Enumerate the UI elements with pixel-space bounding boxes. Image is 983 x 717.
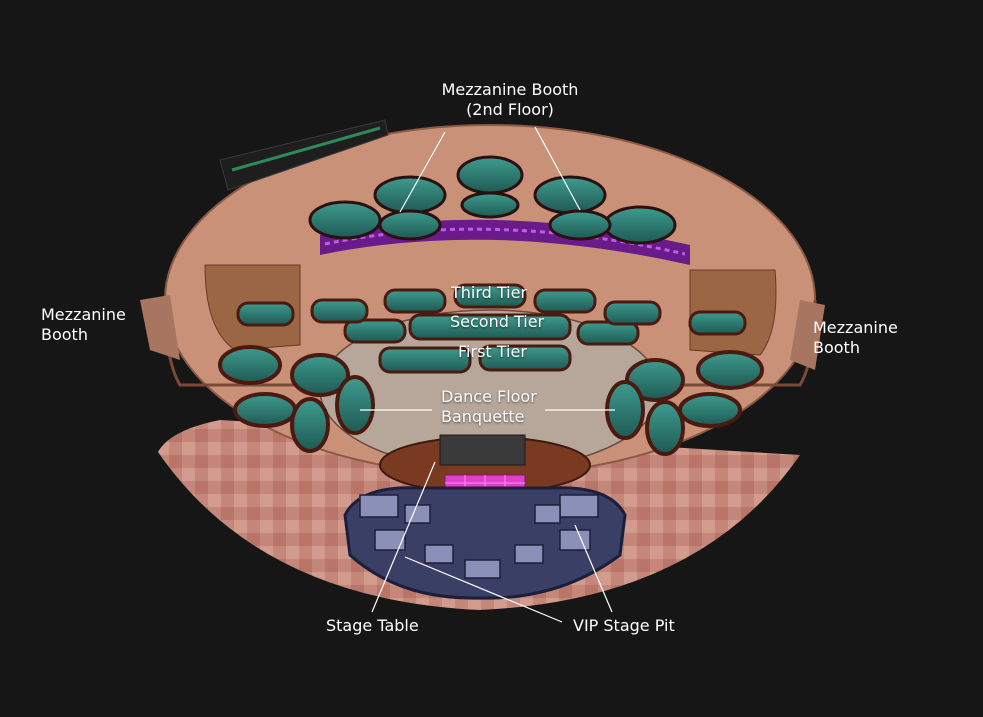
label-stage-table: Stage Table — [326, 616, 419, 635]
label-mezzanine-top-line1: Mezzanine Booth — [441, 80, 579, 99]
label-mezzanine-booth-right: Mezzanine Booth — [813, 318, 898, 358]
leader-lines — [360, 126, 615, 623]
label-mezzanine-booth-2nd-floor: Mezzanine Booth (2nd Floor) — [430, 80, 590, 120]
label-dance-floor-line2: Banquette — [441, 407, 525, 426]
dj-booth — [439, 434, 526, 466]
banquette-left — [218, 345, 375, 453]
label-mezzanine-booth-left: Mezzanine Booth — [41, 305, 126, 345]
left-floor-wing — [140, 295, 180, 360]
label-mezzanine-left-line1: Mezzanine — [41, 305, 126, 324]
first-tier-booths — [378, 344, 572, 374]
label-dance-floor-banquette: Dance Floor Banquette — [441, 387, 537, 427]
second-tier-booths — [236, 298, 747, 346]
label-mezzanine-right-line1: Mezzanine — [813, 318, 898, 337]
right-floor-wing — [790, 300, 825, 370]
label-second-tier: Second Tier — [450, 312, 545, 331]
vip-seats — [359, 494, 599, 579]
label-first-tier: First Tier — [458, 342, 527, 361]
label-dance-floor-line1: Dance Floor — [441, 387, 537, 406]
banquette-right — [605, 350, 764, 456]
label-third-tier: Third Tier — [451, 283, 528, 302]
label-mezzanine-right-line2: Booth — [813, 338, 860, 357]
mezzanine-top-booths — [308, 155, 677, 245]
third-tier-booths — [383, 283, 597, 314]
label-mezzanine-top-line2: (2nd Floor) — [466, 100, 554, 119]
label-vip-stage-pit: VIP Stage Pit — [573, 616, 675, 635]
label-mezzanine-left-line2: Booth — [41, 325, 88, 344]
